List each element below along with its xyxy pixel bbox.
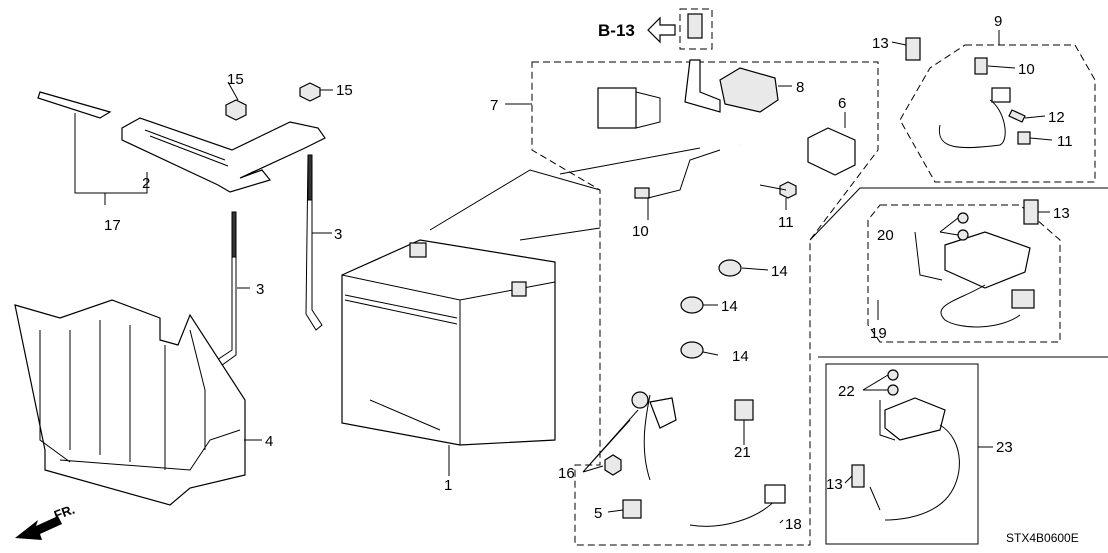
battery-terminal-pos xyxy=(409,242,427,258)
callout-19: 19 xyxy=(870,325,887,342)
cable-assembly-9 xyxy=(938,99,1006,149)
battery-terminal-neg xyxy=(511,281,527,297)
bracket-slot xyxy=(144,129,229,167)
battery-insulator-strip xyxy=(37,91,112,119)
ground-cable-23-wire xyxy=(884,424,960,521)
cable-clip-14b xyxy=(680,296,704,314)
callout-20: 20 xyxy=(877,227,894,244)
callout-14a: 14 xyxy=(771,263,788,280)
battery-box-inner xyxy=(39,320,241,471)
ref-arrow xyxy=(647,16,676,44)
battery-sensor-19 xyxy=(944,231,1031,289)
sensor-19-cable xyxy=(940,284,1021,328)
positive-cable-inner xyxy=(652,144,759,522)
callout-16: 16 xyxy=(558,465,575,482)
fuse-box-part xyxy=(597,87,637,129)
callout-22: 22 xyxy=(838,383,855,400)
cable-clip-14a xyxy=(718,259,742,277)
washer-22b xyxy=(887,384,899,396)
washer-20a xyxy=(957,212,969,224)
washer-20b xyxy=(957,229,969,241)
cable-branch xyxy=(643,394,651,481)
cable-9-terminal xyxy=(991,87,1011,103)
callout-1: 1 xyxy=(444,477,452,494)
callout-11a: 11 xyxy=(778,214,794,231)
sub-harness-connector xyxy=(764,484,786,504)
callout-14b: 14 xyxy=(721,298,738,315)
cable-terminal xyxy=(684,59,721,113)
collar-11 xyxy=(1017,131,1031,145)
leader-lines xyxy=(74,30,1053,524)
callout-5: 5 xyxy=(594,505,602,522)
sensor-19-connector xyxy=(1011,289,1035,309)
nut-11 xyxy=(779,181,797,199)
fuse-bracket xyxy=(635,91,661,129)
bolt-10 xyxy=(634,187,650,199)
callout-17: 17 xyxy=(104,217,121,234)
callout-13c: 13 xyxy=(826,476,843,493)
callout-9: 9 xyxy=(994,13,1002,30)
section-divider xyxy=(809,187,1108,241)
rod-a-thread xyxy=(231,211,237,258)
connector-box xyxy=(807,127,856,176)
callout-15a: 15 xyxy=(227,71,244,88)
bolt-b13 xyxy=(687,13,703,39)
pin-12 xyxy=(1008,109,1026,123)
callout-labels: 1 2 3 3 4 5 6 7 8 9 10 10 11 11 12 13 13… xyxy=(104,13,1073,533)
callout-6: 6 xyxy=(838,95,846,112)
battery-label-band xyxy=(344,294,458,431)
ref-link-b13[interactable]: B-13 xyxy=(598,21,635,40)
callout-23: 23 xyxy=(996,439,1013,456)
callout-11b: 11 xyxy=(1057,133,1073,150)
terminal-16 xyxy=(631,391,649,409)
bolt-13b xyxy=(1023,199,1039,225)
callout-14c: 14 xyxy=(732,348,749,365)
group-box-9 xyxy=(899,44,1096,183)
holder-clip-5 xyxy=(622,499,642,519)
battery xyxy=(341,239,556,446)
group-box-23 xyxy=(825,363,979,545)
hex-nut-15b xyxy=(299,82,321,102)
callout-12: 12 xyxy=(1048,109,1065,126)
front-marker: FR. xyxy=(52,502,77,523)
callout-18: 18 xyxy=(785,516,802,533)
group-box-b13 xyxy=(679,8,713,50)
callout-8: 8 xyxy=(796,79,804,96)
callout-7: 7 xyxy=(490,97,498,114)
hex-nut-15a xyxy=(225,99,247,121)
relay-unit xyxy=(719,67,779,113)
callout-3b: 3 xyxy=(256,281,264,298)
bolt-13a xyxy=(905,37,921,61)
ground-cable-23 xyxy=(884,397,946,441)
washer-22a xyxy=(887,369,899,381)
rod-b-thread xyxy=(307,154,313,201)
callout-2: 2 xyxy=(142,175,150,192)
nut-16 xyxy=(604,454,622,476)
battery-hold-bracket xyxy=(121,117,326,193)
bolt-10-b xyxy=(974,57,988,75)
callout-4: 4 xyxy=(265,433,273,450)
callout-21: 21 xyxy=(734,444,751,461)
callout-10a: 10 xyxy=(632,223,649,240)
callout-10b: 10 xyxy=(1018,61,1035,78)
bolt-13c xyxy=(851,464,865,488)
callout-15b: 15 xyxy=(336,82,353,99)
terminal-lug xyxy=(649,397,677,429)
front-arrow-icon xyxy=(15,516,62,540)
diagram-code: STX4B0600E xyxy=(1006,531,1079,545)
callout-13b: 13 xyxy=(1053,205,1070,222)
cable-clip-14c xyxy=(680,341,704,359)
callout-13a: 13 xyxy=(872,35,889,52)
callout-3a: 3 xyxy=(334,226,342,243)
cable-clamp-21 xyxy=(734,399,754,421)
